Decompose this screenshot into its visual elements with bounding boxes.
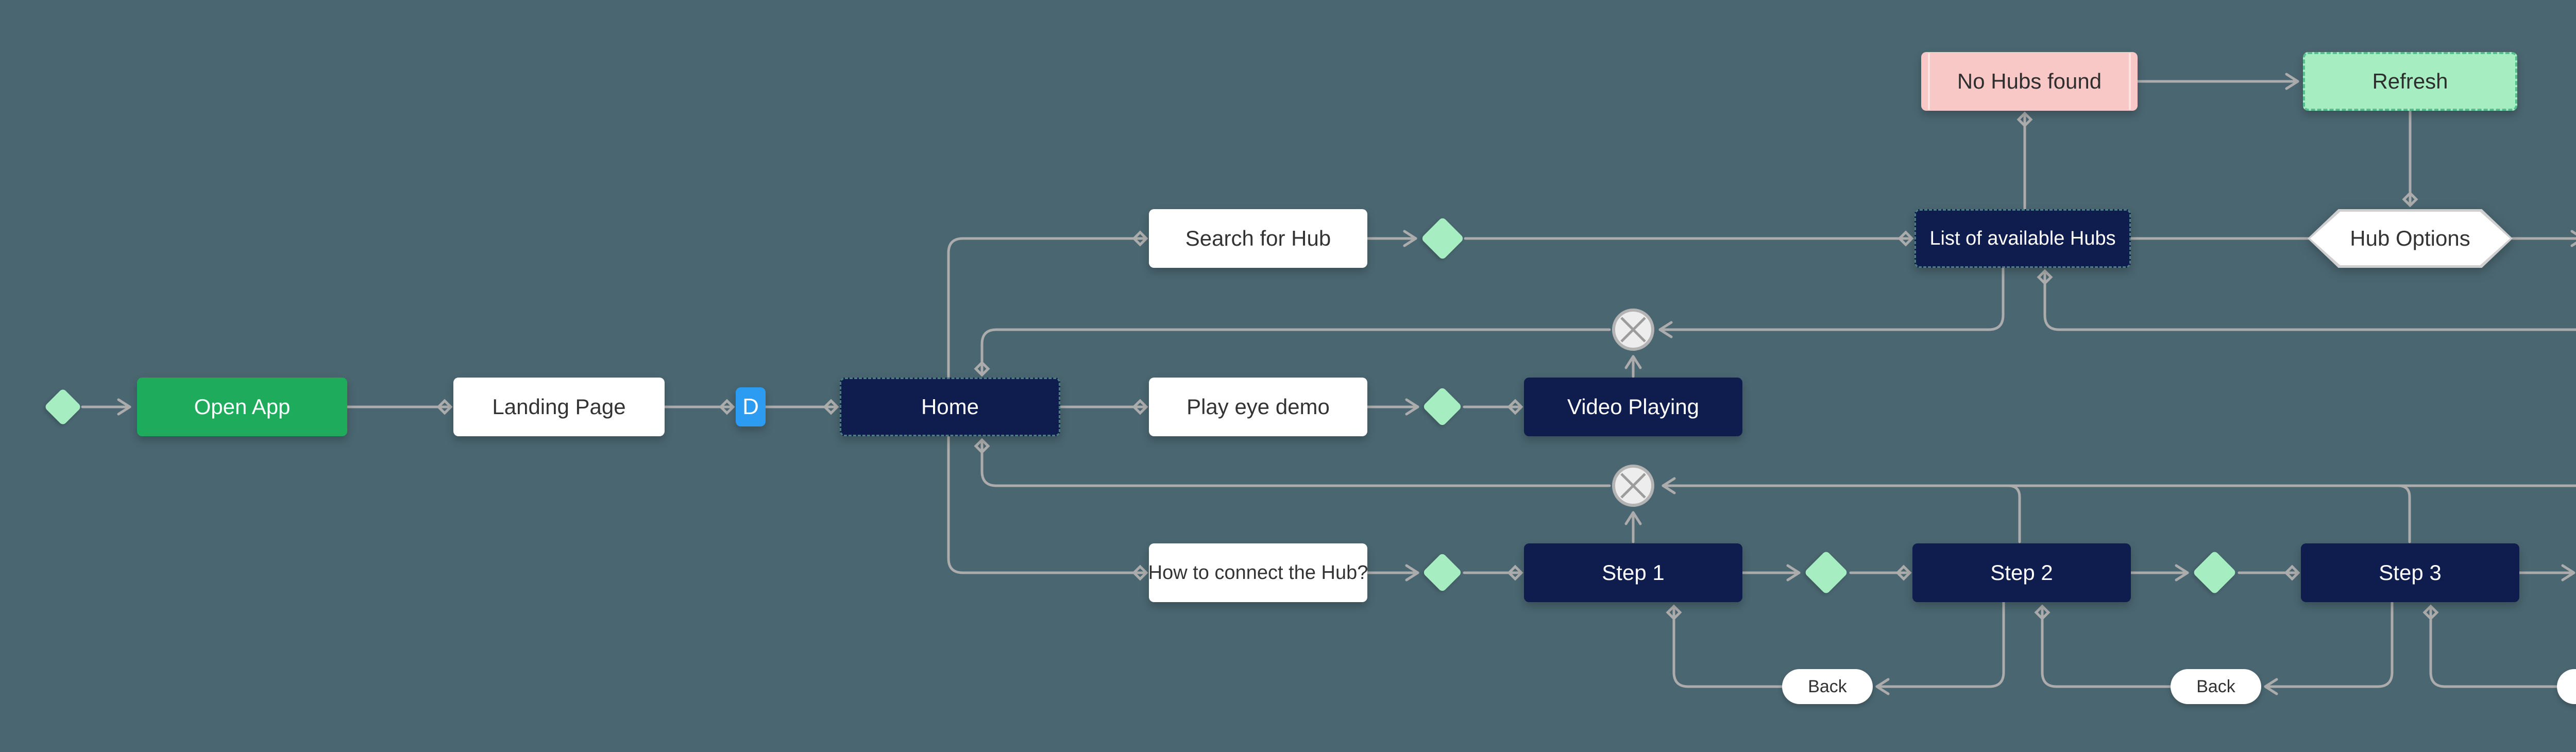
- edge-step3-top-branch: [2397, 484, 2411, 543]
- node-label: Back: [2196, 676, 2235, 696]
- node-label: Hub Options: [2310, 212, 2510, 265]
- node-label: Video Playing: [1567, 395, 1700, 419]
- node-label: Landing Page: [492, 395, 626, 419]
- edge-back2-to-step2: [2034, 604, 2172, 688]
- node-label: Step 1: [1602, 560, 1665, 585]
- node-label: Step 2: [1990, 560, 2053, 585]
- close-connector-top[interactable]: [1612, 309, 1654, 351]
- node-how-to-connect[interactable]: How to connect the Hub?: [1148, 543, 1368, 602]
- edge-back1-to-step1: [1666, 604, 1784, 688]
- node-label: D: [742, 394, 759, 419]
- edge-back3-to-step3: [2422, 604, 2558, 688]
- node-refresh[interactable]: Refresh: [2303, 52, 2517, 111]
- node-step-1[interactable]: Step 1: [1524, 543, 1742, 602]
- x-icon: [1620, 317, 1646, 343]
- edge-close-1-to-home-top: [974, 328, 1611, 377]
- edge-step2-top-branch: [2007, 484, 2021, 543]
- node-no-hubs-found[interactable]: No Hubs found: [1921, 52, 2138, 111]
- edge-close-2-to-home-bottom: [974, 438, 1611, 487]
- edge-step2-to-back1: [1875, 601, 2005, 695]
- node-search-for-hub[interactable]: Search for Hub: [1149, 209, 1367, 268]
- node-label: No Hubs found: [1957, 69, 2102, 93]
- node-label: List of available Hubs: [1929, 227, 2116, 249]
- node-label: How to connect the Hub?: [1148, 561, 1368, 584]
- node-home[interactable]: Home: [840, 378, 1060, 436]
- node-step-2[interactable]: Step 2: [1912, 543, 2131, 602]
- connector-badge-d[interactable]: D: [736, 387, 766, 426]
- node-landing-page[interactable]: Landing Page: [453, 378, 665, 436]
- node-play-eye-demo[interactable]: Play eye demo: [1149, 378, 1367, 436]
- x-icon: [1620, 473, 1646, 499]
- edge-step3-to-back2: [2264, 601, 2394, 695]
- node-label: Play eye demo: [1187, 395, 1330, 419]
- hexagon-shape: Hub Options: [2308, 209, 2513, 268]
- node-video-playing[interactable]: Video Playing: [1524, 378, 1742, 436]
- edge-step5-diamond-to-list: [2037, 269, 2576, 331]
- edge-home-to-search: [947, 230, 1148, 378]
- node-step-3[interactable]: Step 3: [2301, 543, 2519, 602]
- edge-home-to-how-to: [947, 436, 1148, 581]
- node-open-app[interactable]: Open App: [137, 378, 347, 436]
- node-label: Search for Hub: [1185, 226, 1331, 250]
- node-back-1[interactable]: Back: [1782, 669, 1873, 704]
- node-label: Refresh: [2372, 69, 2448, 93]
- node-label: Home: [921, 395, 979, 419]
- node-label: Back: [1808, 676, 1847, 696]
- edge-steps-bus-to-close-2: [1662, 477, 2576, 494]
- node-list-of-available-hubs[interactable]: List of available Hubs: [1914, 209, 2131, 268]
- node-hub-options[interactable]: Hub Options: [2308, 209, 2513, 268]
- edge-list-to-close-1: [1658, 267, 2005, 338]
- node-label: Step 3: [2379, 560, 2442, 585]
- close-connector-bottom[interactable]: [1612, 465, 1654, 507]
- node-label: Open App: [194, 395, 291, 419]
- node-back-2[interactable]: Back: [2171, 669, 2261, 704]
